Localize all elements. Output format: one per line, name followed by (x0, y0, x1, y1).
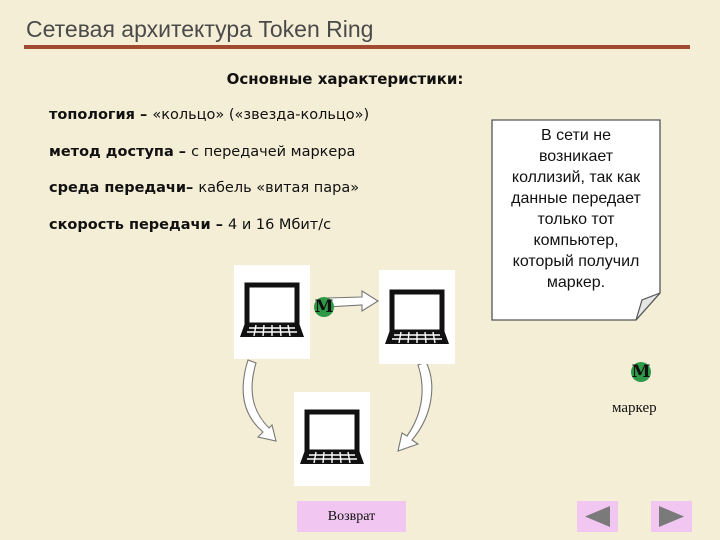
property-value: с передачей маркера (191, 143, 356, 160)
note-line: В сети не (541, 127, 611, 144)
prev-slide-button[interactable] (577, 501, 618, 532)
property-medium: среда передачи– кабель «витая пара» (49, 180, 479, 217)
computer-left (234, 265, 310, 359)
note-paper-shape (491, 119, 661, 321)
note-line: данные передает (511, 190, 641, 207)
next-slide-button[interactable] (651, 501, 692, 532)
computer-icon (385, 289, 449, 344)
computer-icon (300, 409, 364, 464)
note-line: возникает (538, 148, 614, 165)
property-value: 4 и 16 Мбит/с (228, 216, 332, 233)
property-value: «кольцо» («звезда-кольцо») (152, 107, 370, 123)
title-divider (24, 45, 690, 49)
property-separator: – (210, 216, 228, 233)
return-button[interactable]: Возврат (297, 501, 406, 532)
property-term: скорость передачи (49, 216, 211, 233)
property-topology: топология – «кольцо» («звезда-кольцо») (49, 107, 479, 144)
slide-title: Сетевая архитектура Token Ring (26, 16, 374, 42)
ring-arrow-right (397, 361, 433, 452)
callout-note: В сети не возникает коллизий, так как да… (491, 119, 661, 321)
computer-icon (240, 282, 304, 337)
triangle-left-icon (585, 506, 610, 527)
note-line: маркер. (546, 274, 606, 291)
property-separator: – (134, 107, 153, 123)
token-legend-label: маркер (612, 400, 657, 416)
characteristics-list: топология – «кольцо» («звезда-кольцо») м… (49, 107, 479, 253)
note-line: который получил (512, 253, 640, 270)
property-separator: – (173, 143, 192, 160)
property-access-method: метод доступа – с передачей маркера (49, 144, 479, 181)
return-button-label: Возврат (327, 508, 376, 524)
token-marker: M (314, 297, 334, 317)
note-line: коллизий, так как (511, 169, 641, 186)
note-line: только тот (537, 211, 615, 228)
property-value: кабель «витая пара» (198, 180, 360, 196)
property-term: среда передачи (49, 180, 187, 196)
note-text: В сети не возникает коллизий, так как да… (491, 125, 661, 293)
triangle-right-icon (659, 506, 684, 527)
property-term: топология (49, 107, 135, 123)
computer-right (379, 270, 455, 364)
characteristics-heading: Основные характеристики: (226, 70, 464, 88)
computer-bottom (294, 392, 370, 486)
ring-arrow-left (242, 359, 277, 442)
note-line: компьютер, (533, 232, 619, 249)
token-legend-icon: M (631, 362, 651, 382)
property-term: метод доступа (49, 143, 174, 160)
property-speed: скорость передачи – 4 и 16 Мбит/с (49, 217, 479, 254)
property-separator: – (186, 180, 199, 196)
